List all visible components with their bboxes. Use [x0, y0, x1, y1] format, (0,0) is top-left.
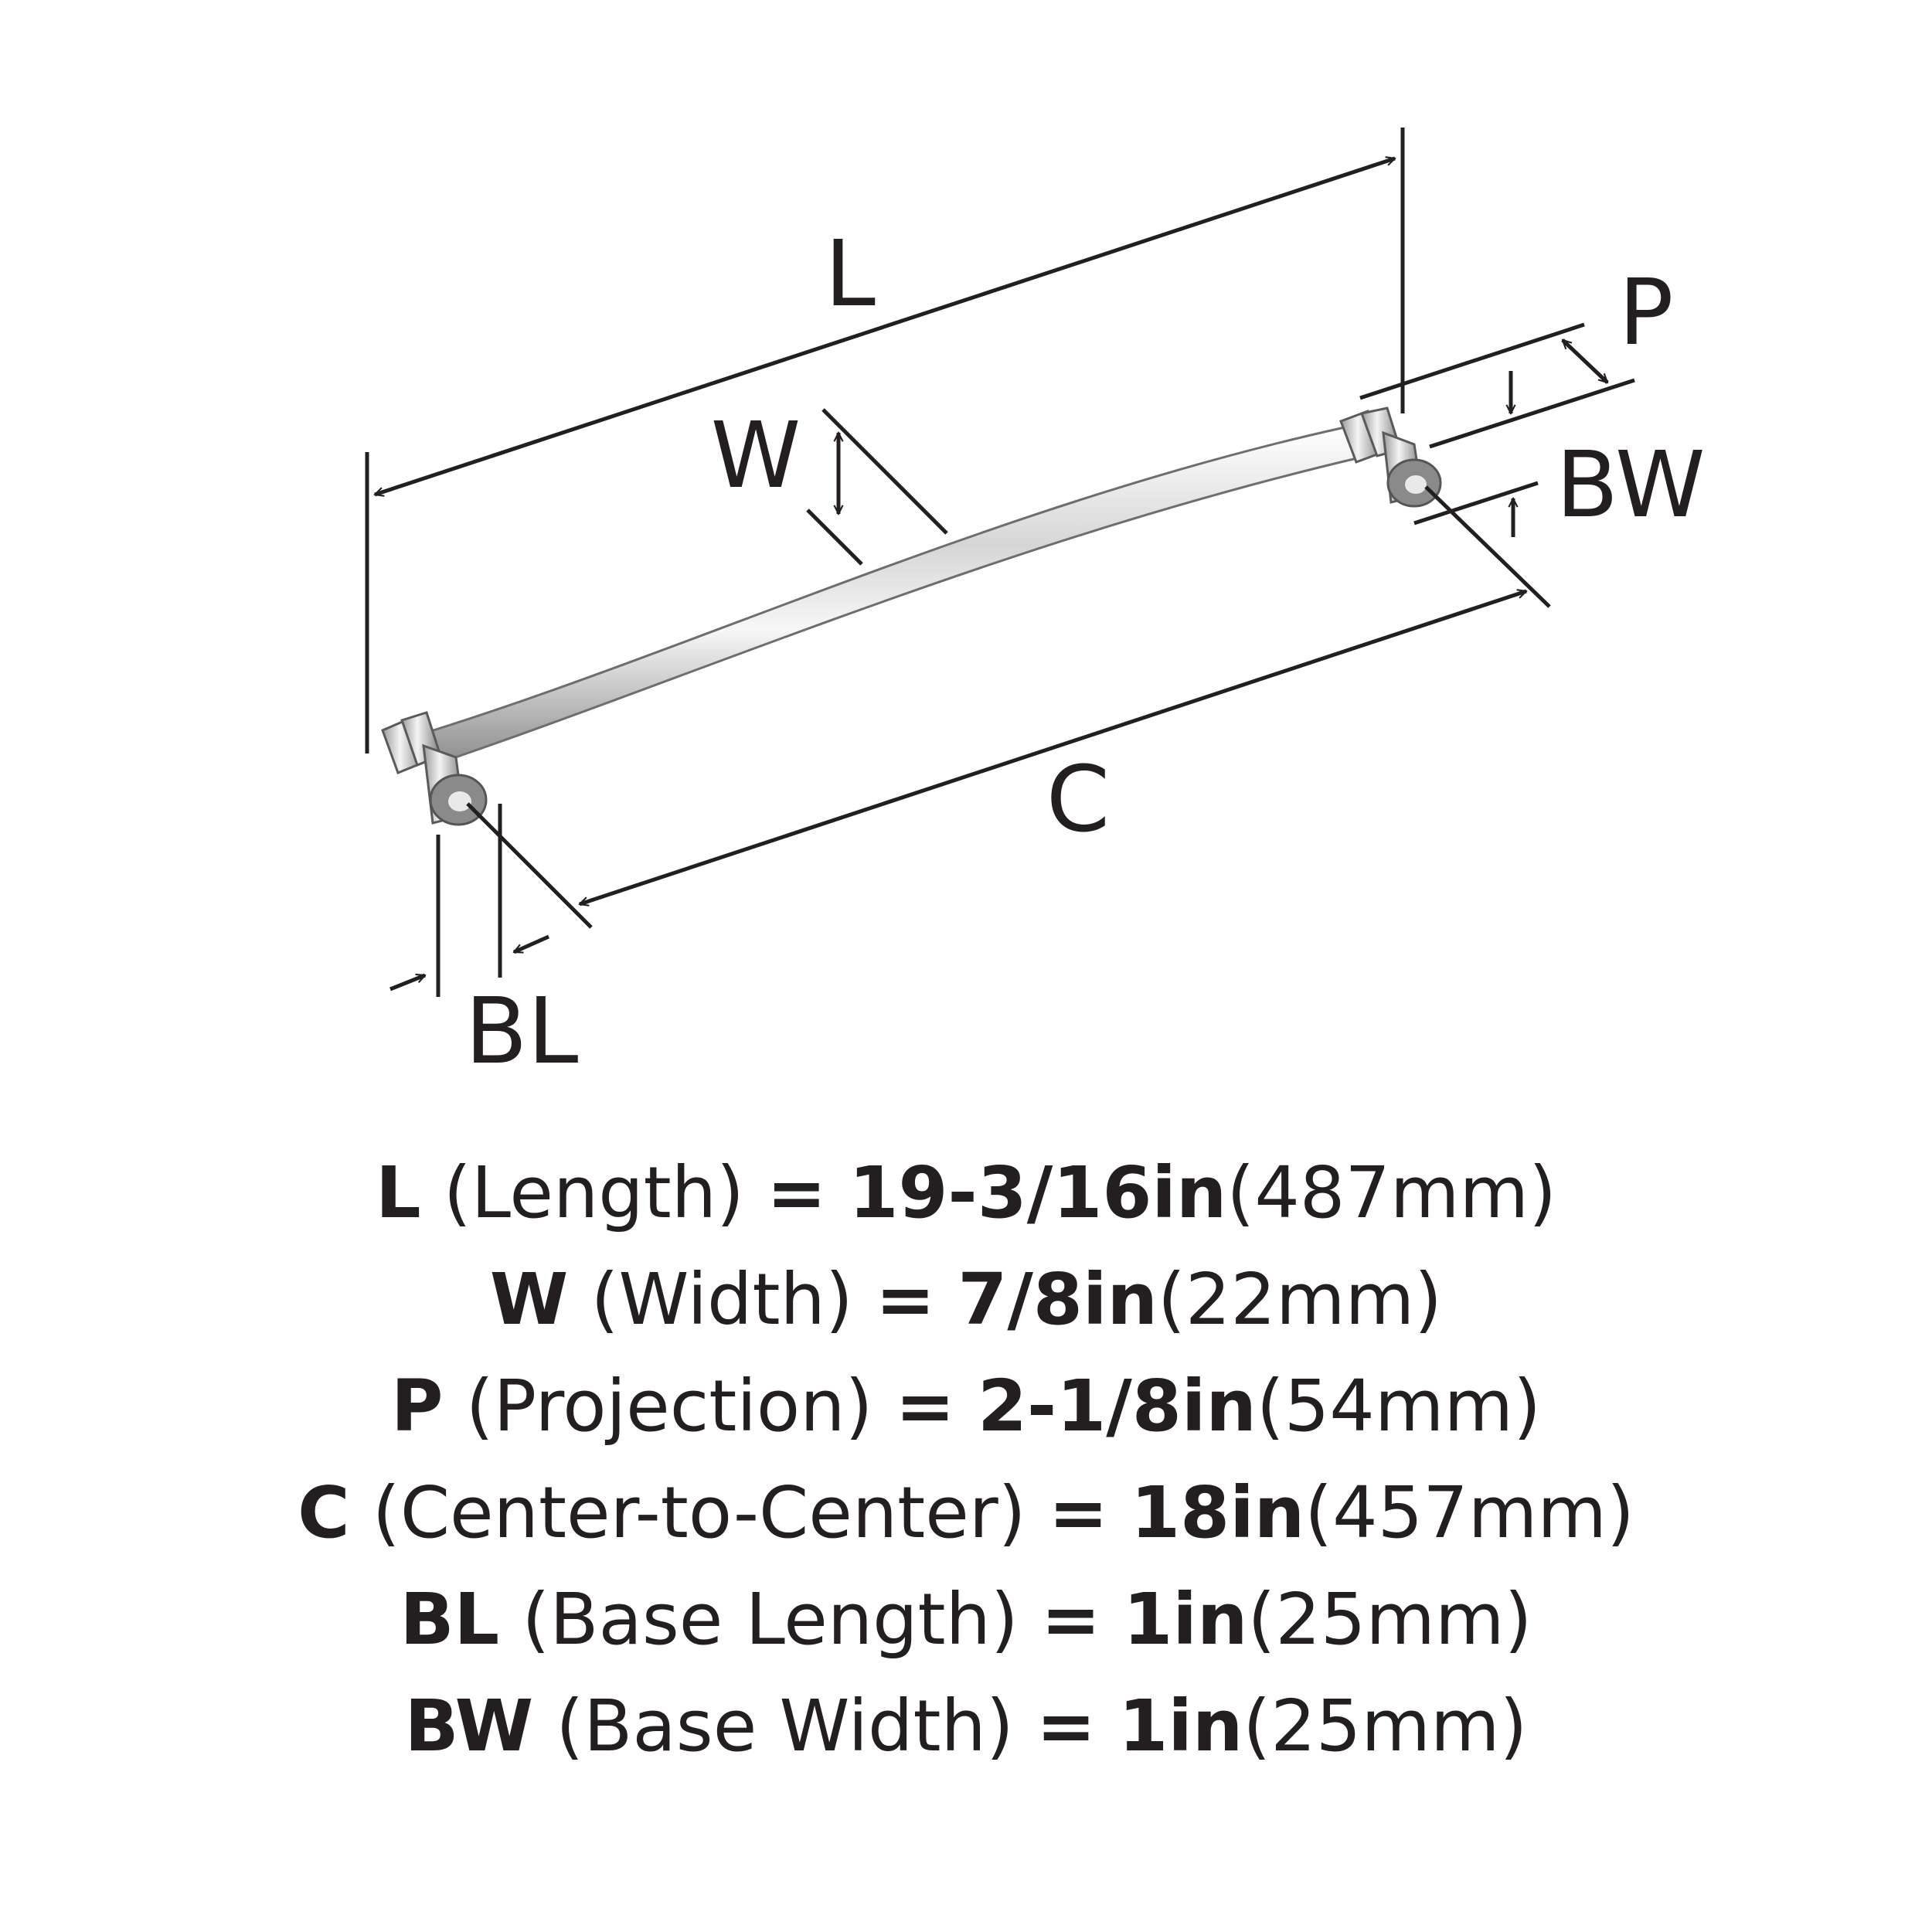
spec-line-center-to-center: C (Center-to-Center) = 18in(457mm) [0, 1460, 1932, 1566]
spec-imperial: 19-3/16in [849, 1151, 1227, 1234]
bl-arrow-left [389, 973, 425, 992]
spec-equals: = [1036, 1685, 1097, 1767]
right-end-cap [1339, 406, 1442, 508]
spec-equals: = [1041, 1578, 1101, 1661]
w-extension-bottom [806, 509, 863, 566]
spec-code: L [375, 1151, 421, 1234]
spec-equals: = [767, 1151, 827, 1234]
label-c: C [1046, 746, 1110, 852]
spec-metric: (25mm) [1243, 1685, 1528, 1767]
spec-line-base-length: BL (Base Length) = 1in(25mm) [0, 1566, 1932, 1673]
spec-name: (Center-to-Center) [372, 1471, 1026, 1554]
spec-line-length: L (Length) = 19-3/16in(487mm) [0, 1140, 1932, 1247]
spec-code: C [298, 1471, 350, 1554]
left-end-cap [381, 711, 488, 826]
c-extension-left [466, 802, 593, 929]
c-dimension-line [580, 591, 1526, 904]
bw-extension [1413, 481, 1539, 526]
handle-pull [381, 406, 1442, 826]
spec-code: BL [400, 1578, 500, 1661]
w-extension-top [821, 408, 948, 535]
dimension-diagram: L W P BW C BL [365, 128, 1706, 1084]
spec-imperial: 1in [1118, 1685, 1243, 1767]
label-p: P [1618, 259, 1673, 366]
spec-equals: = [895, 1365, 955, 1447]
spec-metric: (54mm) [1256, 1365, 1541, 1447]
p-extension-bottom [1429, 378, 1635, 449]
spec-code: BW [404, 1685, 534, 1767]
spec-equals: = [1048, 1471, 1108, 1554]
dimension-specs: L (Length) = 19-3/16in(487mm) W (Width) … [0, 1140, 1932, 1780]
spec-imperial: 18in [1131, 1471, 1305, 1554]
spec-imperial: 1in [1123, 1578, 1248, 1661]
spec-code: P [391, 1365, 444, 1447]
spec-name: (Length) [443, 1151, 744, 1234]
spec-metric: (457mm) [1304, 1471, 1634, 1554]
p-extension-top [1359, 322, 1585, 400]
spec-metric: (22mm) [1157, 1258, 1443, 1341]
spec-code: W [489, 1258, 569, 1341]
c-extension-right [1424, 485, 1551, 608]
label-bl: BL [465, 978, 579, 1084]
spec-imperial: 7/8in [957, 1258, 1158, 1341]
spec-name: (Width) [590, 1258, 853, 1341]
bl-arrow-right [514, 934, 550, 954]
spec-name: (Projection) [465, 1365, 873, 1447]
spec-name: (Base Length) [522, 1578, 1019, 1661]
spec-imperial: 2-1/8in [978, 1365, 1257, 1447]
spec-metric: (25mm) [1247, 1578, 1532, 1661]
dimension-lines [365, 128, 1635, 997]
label-w: W [711, 402, 801, 509]
spec-line-projection: P (Projection) = 2-1/8in(54mm) [0, 1353, 1932, 1460]
spec-line-base-width: BW (Base Width) = 1in(25mm) [0, 1673, 1932, 1780]
spec-equals: = [875, 1258, 936, 1341]
label-l: L [825, 220, 876, 327]
label-bw: BW [1556, 431, 1705, 538]
spec-name: (Base Width) [556, 1685, 1014, 1767]
spec-metric: (487mm) [1226, 1151, 1557, 1234]
l-dimension-line [375, 158, 1395, 495]
spec-line-width: W (Width) = 7/8in(22mm) [0, 1247, 1932, 1353]
p-dimension-line [1561, 338, 1609, 384]
